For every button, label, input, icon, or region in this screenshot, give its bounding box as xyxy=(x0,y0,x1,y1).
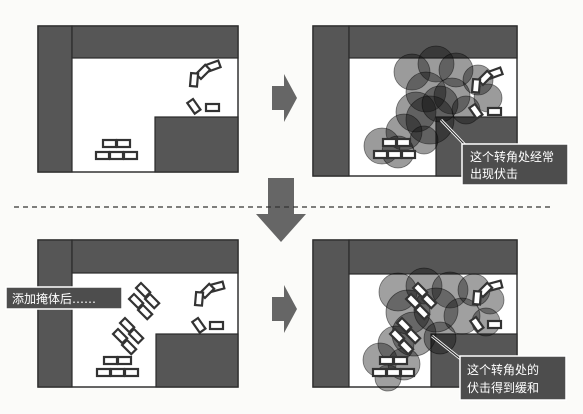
map-panel-top-left xyxy=(37,25,239,173)
wall-left xyxy=(312,25,350,177)
arrow-down-middle xyxy=(256,178,306,242)
arrow-right-bottom xyxy=(272,285,297,333)
callout-text-line1: 这个转角处的 xyxy=(467,362,539,377)
wall-left xyxy=(37,25,73,173)
callout-text-line2: 出现伏击 xyxy=(470,167,518,181)
map-panel-top-right: 这个转角处经常 出现伏击 xyxy=(312,25,569,186)
wall-top xyxy=(348,25,518,59)
callout-text-line1: 这个转角处经常 xyxy=(470,149,554,164)
wall-top xyxy=(71,239,239,274)
callout-bottom-left: 添加掩体后…… xyxy=(5,286,123,310)
wall-top xyxy=(348,239,518,275)
callout-bottom-right: 这个转角处的 伏击得到缓和 xyxy=(431,334,567,401)
callout-text-line1: 添加掩体后…… xyxy=(12,292,96,306)
callout-text-line2: 伏击得到缓和 xyxy=(467,380,539,395)
wall-block xyxy=(154,116,239,173)
map-panel-bottom-right: 这个转角处的 伏击得到缓和 xyxy=(312,239,567,401)
wall-left xyxy=(312,239,350,388)
arrow-right-top xyxy=(272,74,297,122)
ambush-heatmap xyxy=(362,267,505,392)
wall-block xyxy=(155,333,239,388)
callout-top-right: 这个转角处经常 出现伏击 xyxy=(439,118,569,186)
wall-left xyxy=(37,239,73,388)
map-panel-bottom-left: 添加掩体后…… xyxy=(5,239,239,388)
wall-top xyxy=(71,25,239,59)
